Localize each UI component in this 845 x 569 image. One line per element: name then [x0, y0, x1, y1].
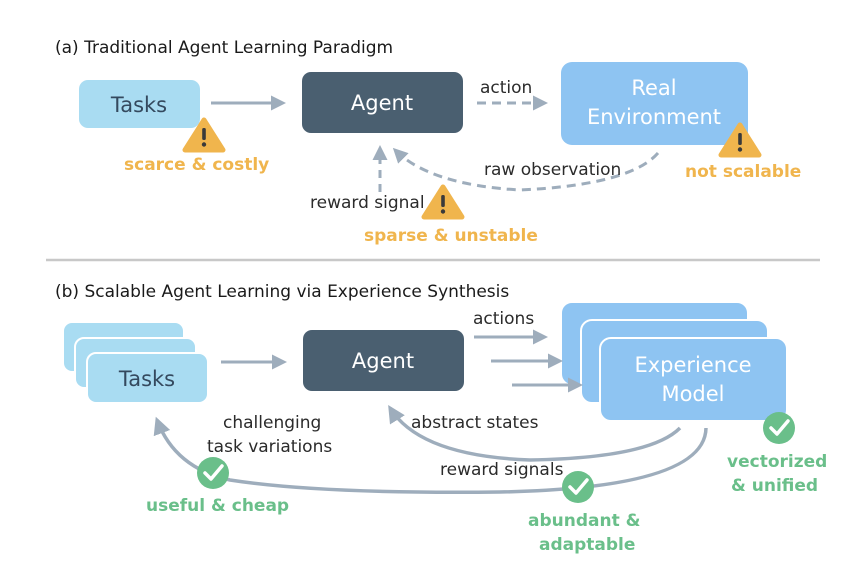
a-environment-label-line2: Environment [587, 105, 721, 129]
a-observation-arrow [392, 147, 660, 192]
b-agent-box [303, 330, 464, 391]
panel-a-title: (a) Traditional Agent Learning Paradigm [55, 38, 393, 58]
check-icon [763, 412, 795, 444]
b-variations-label-line1: challenging [223, 413, 321, 433]
a-reward-label: reward signal [310, 193, 425, 213]
b-good-reward-line2: adaptable [539, 535, 635, 555]
warning-icon [421, 184, 465, 220]
panel-b: (b) Scalable Agent Learning via Experien… [55, 282, 827, 555]
panel-a: (a) Traditional Agent Learning Paradigm … [55, 38, 801, 246]
b-abstract-states-arrow [388, 405, 682, 462]
b-experience-model-node: Experience Model [560, 301, 788, 422]
b-tasks-label: Tasks [118, 367, 175, 391]
a-environment-node: Real Environment [561, 62, 748, 145]
a-agent-box [302, 72, 463, 133]
b-abstract-states-label: abstract states [411, 413, 539, 433]
b-tasks-node: Tasks [62, 321, 209, 404]
b-actions-label: actions [473, 309, 534, 329]
a-tasks-node: Tasks [79, 80, 200, 128]
b-model-card-front [599, 337, 788, 422]
check-icon [562, 471, 594, 503]
a-tasks-box [79, 80, 200, 128]
a-environment-box [561, 62, 748, 145]
a-action-label: action [480, 78, 532, 98]
a-warning-environment: not scalable [685, 162, 801, 182]
a-warning-reward: sparse & unstable [364, 226, 538, 246]
b-good-model-line2: & unified [731, 476, 818, 496]
b-good-reward-line1: abundant & [528, 511, 641, 531]
b-variations-arrow [153, 416, 708, 494]
b-model-label-line2: Model [661, 382, 724, 406]
a-agent-label: Agent [351, 91, 413, 115]
check-icon [197, 457, 229, 489]
b-agent-label: Agent [352, 349, 414, 373]
a-tasks-label: Tasks [110, 93, 167, 117]
panel-b-title: (b) Scalable Agent Learning via Experien… [55, 282, 509, 302]
b-variations-label-line2: task variations [207, 437, 332, 457]
a-agent-node: Agent [302, 72, 463, 133]
b-model-label-line1: Experience [634, 353, 751, 377]
b-good-model-line1: vectorized [727, 452, 827, 472]
a-warning-tasks: scarce & costly [124, 155, 269, 175]
b-agent-node: Agent [303, 330, 464, 391]
warning-icon [182, 117, 226, 153]
a-observation-label: raw observation [484, 160, 621, 180]
b-reward-signals-label: reward signals [440, 460, 564, 480]
b-good-tasks: useful & cheap [146, 496, 289, 516]
warning-icon [718, 122, 762, 158]
a-environment-label-line1: Real [631, 76, 676, 100]
b-tasks-card-front [86, 352, 209, 404]
